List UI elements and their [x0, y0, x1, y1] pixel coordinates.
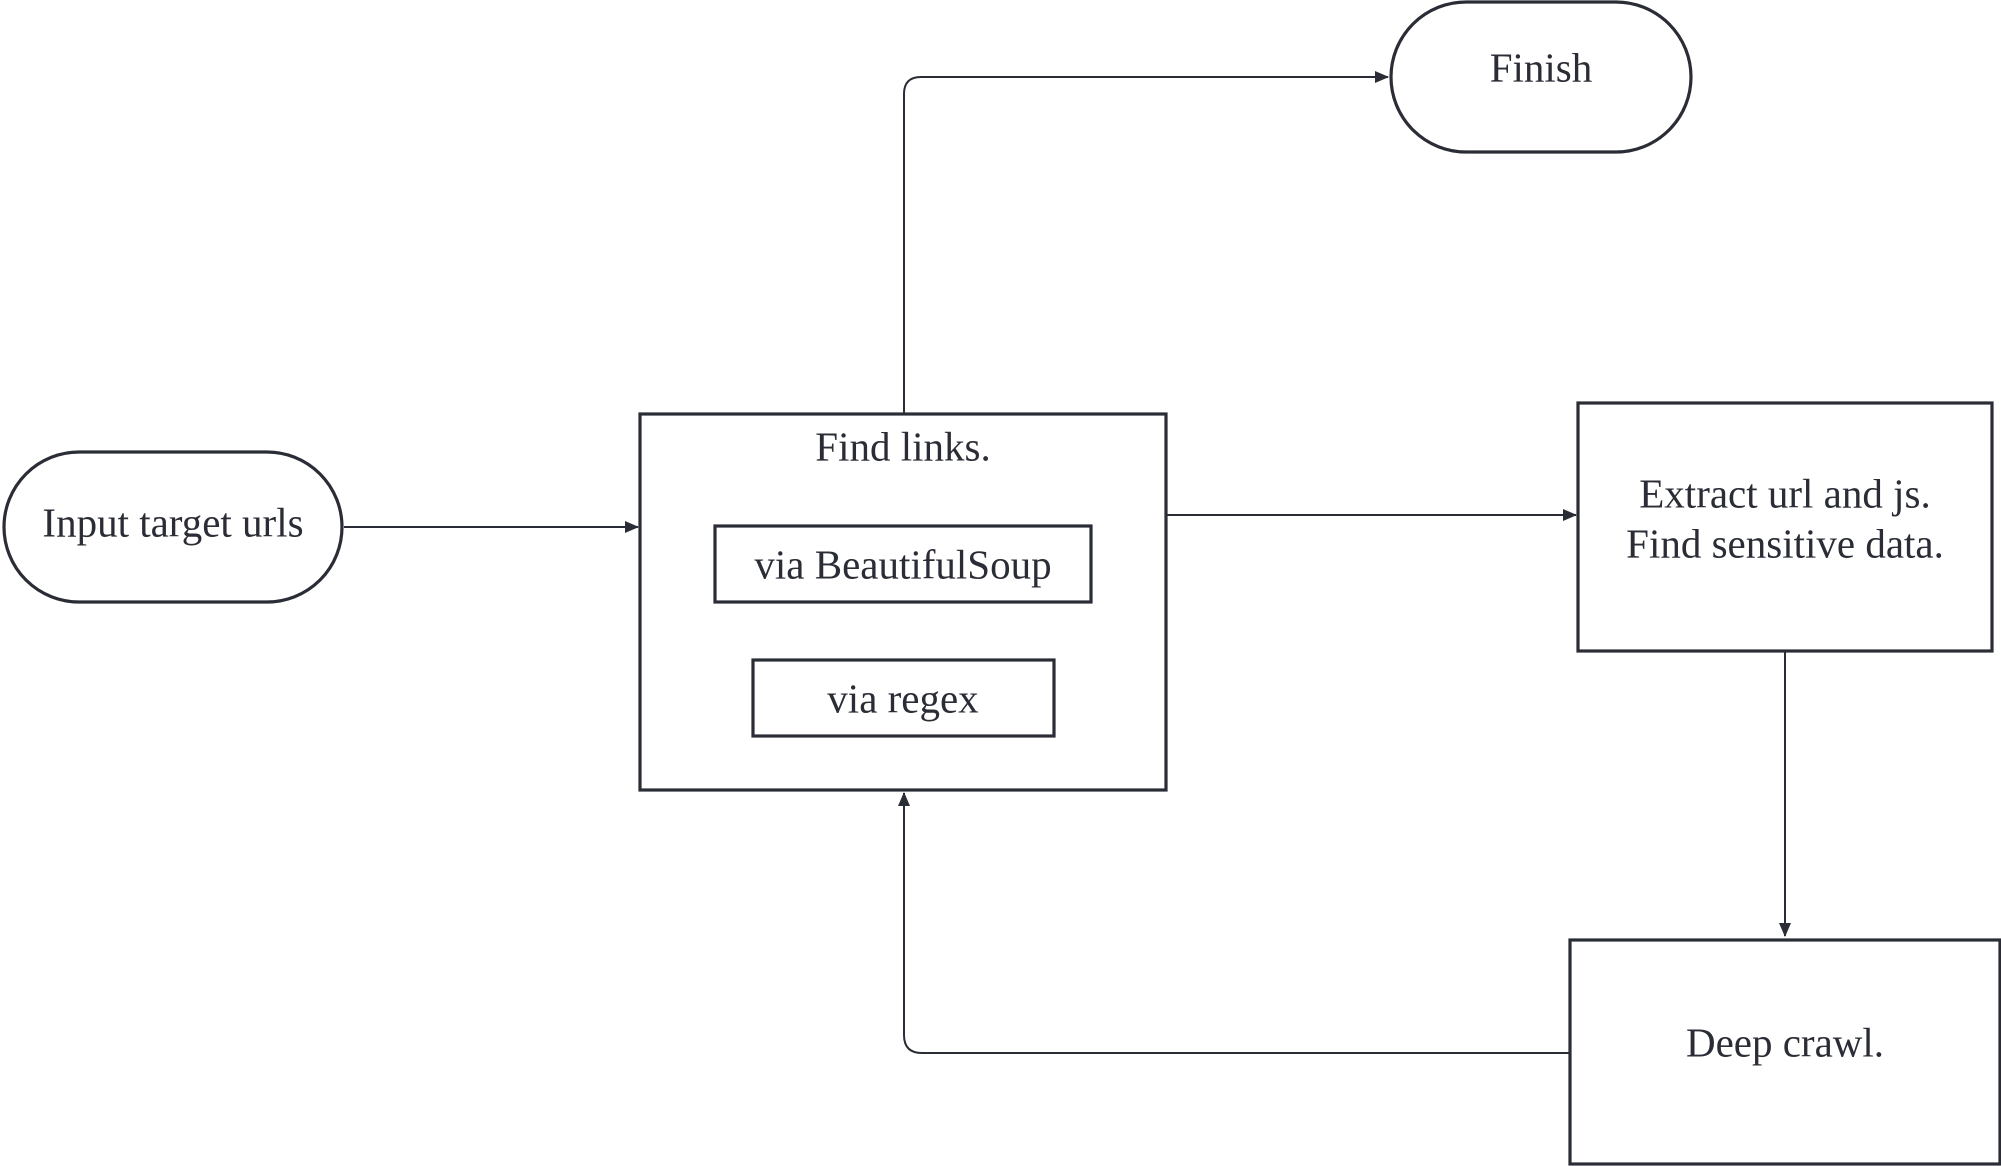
- node-via-beautifulsoup: via BeautifulSoup: [713, 524, 1093, 604]
- via-regex-label: via regex: [827, 675, 978, 721]
- extract-box: [1576, 401, 1994, 653]
- node-finish: Finish: [1389, 0, 1693, 154]
- node-deep-crawl: Deep crawl.: [1568, 938, 2001, 1166]
- edge-deep-crawl-to-find-links: [898, 792, 1570, 1054]
- input-terminator-shape: [2, 450, 344, 604]
- via-regex-box: [751, 658, 1056, 738]
- via-beautifulsoup-label: via BeautifulSoup: [754, 541, 1051, 587]
- extract-label-line2: Find sensitive data.: [1626, 520, 1944, 566]
- node-extract: Extract url and js. Find sensitive data.: [1576, 401, 1994, 653]
- find-links-label: Find links.: [815, 423, 990, 469]
- node-find-links: Find links. via BeautifulSoup via regex: [638, 412, 1168, 792]
- finish-terminator-shape: [1389, 0, 1693, 154]
- deep-crawl-label: Deep crawl.: [1686, 1019, 1884, 1065]
- input-target-urls-label: Input target urls: [42, 499, 303, 545]
- finish-label: Finish: [1490, 44, 1593, 90]
- edge-find-links-to-finish: [903, 71, 1389, 414]
- node-via-regex: via regex: [751, 658, 1056, 738]
- deep-crawl-box: [1568, 938, 2001, 1166]
- via-beautifulsoup-box: [713, 524, 1093, 604]
- extract-label-line1: Extract url and js.: [1639, 470, 1930, 516]
- node-input-target-urls: Input target urls: [2, 450, 344, 604]
